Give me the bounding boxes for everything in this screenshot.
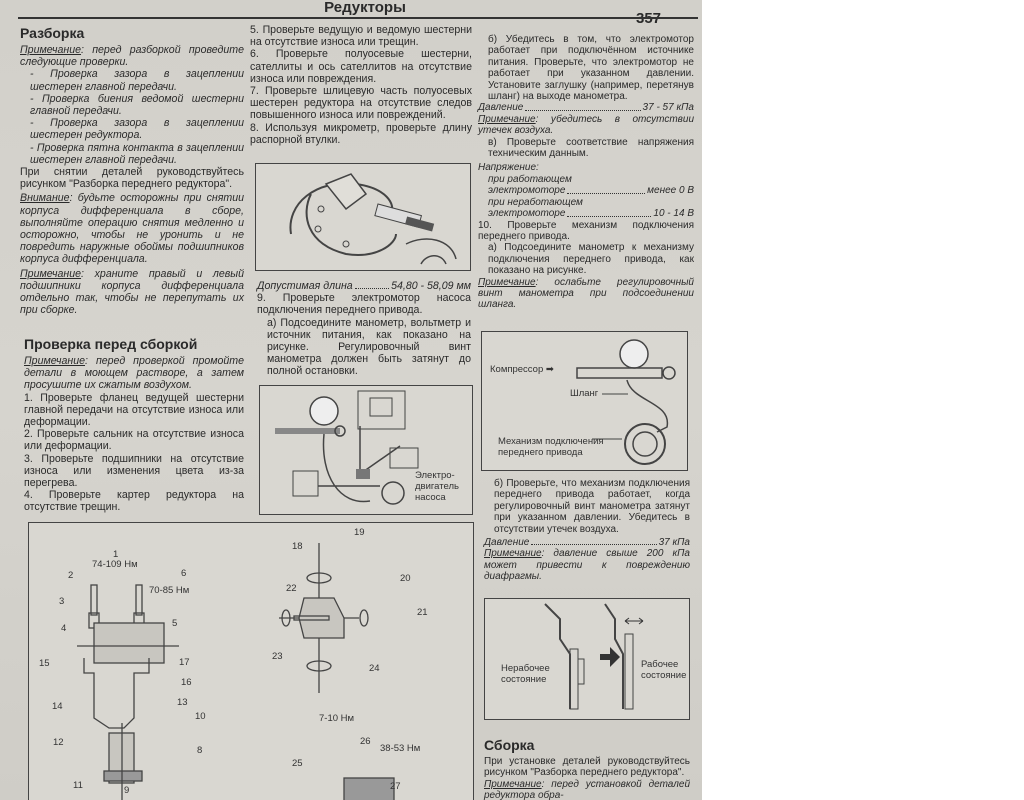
sub-item: б) Убедитесь в том, что электромотор раб… [488,34,694,103]
exploded-view-figure: 1 74-109 Нм 70-85 Нм 7-10 Нм 38-53 Нм 2 … [28,522,474,800]
list-item: 7. Проверьте шлицевую часть полуосевых ш… [250,85,472,122]
note: Примечание: перед установкой деталей ред… [484,778,690,800]
callout: 19 [354,527,365,538]
pump-wiring-illustration [275,390,419,505]
voltage-condition: при неработающем [488,196,583,208]
callout: 25 [292,758,303,769]
warning: Внимание: будьте осторожны при снятии ко… [20,192,244,266]
note: Примечание: храните правый и левый подши… [20,267,244,317]
list-item: 3. Проверьте подшипники на отсутствие из… [24,452,244,490]
note: Примечание: убедитесь в отсутствии утече… [478,113,694,137]
torque-label: 38-53 Нм [380,743,421,754]
sub-item: а) Подсоедините манометр, вольтметр и ис… [267,316,471,378]
column-2: 5. Проверьте ведущую и ведомую шестерни … [250,24,472,146]
callout: 9 [124,785,130,796]
manual-page: Редукторы 357 Разборка Примечание: перед… [0,0,702,800]
callout: 15 [39,658,50,669]
list-item: 5. Проверьте ведущую и ведомую шестерни … [250,24,472,49]
callout: 11 [73,780,83,791]
callout: 21 [417,607,428,618]
sub-item: а) Подсоедините манометр к механизму под… [488,242,694,277]
voltage-label: Напряжение: [478,162,539,174]
paragraph: При установке деталей руководствуйтесь р… [484,756,690,779]
paragraph: При снятии деталей руководствуйтесь рису… [20,166,244,191]
callout: 8 [197,745,203,756]
list-item: 2. Проверьте сальник на отсутствие износ… [24,428,244,453]
check-item: - Проверка зазора в зацеплении шестерен … [30,68,244,93]
callout: 17 [179,657,190,668]
callout: 23 [272,651,283,662]
check-item: - Проверка пятна контакта в зацеплении ш… [30,141,244,166]
note: Примечание: перед разборкой проведите сл… [20,44,244,69]
list-item: 1. Проверьте фланец ведущей шестерни гла… [24,391,244,429]
callout: 16 [181,677,192,688]
front-differential-exploded-illustration [77,543,395,800]
torque-label: 70-85 Нм [149,585,190,596]
heading-disassembly: Разборка [20,25,85,41]
callout: 27 [390,781,401,792]
column-1-lower: Проверка перед сборкой Примечание: перед… [24,334,244,514]
note: Примечание: давление свыше 200 кПа может… [484,548,690,583]
callout: 10 [195,711,206,722]
column-3-middle: б) Проверьте, что механизм подключения п… [484,478,690,583]
header-rule [18,17,698,19]
compressor-illustration [576,339,676,465]
compressor-label: Компрессор ➡ [490,364,554,375]
list-item: 6. Проверьте полуосевые шестерни, сателл… [250,48,472,85]
callout: 6 [181,568,187,579]
callout: 18 [292,541,303,552]
callout: 3 [59,596,65,607]
heading-assembly: Сборка [484,737,535,753]
callout: 1 [113,549,119,560]
note: Примечание: перед проверкой промойте дет… [24,355,244,392]
column-3-lower: Сборка При установке деталей руководству… [484,735,690,800]
callout: 4 [61,623,67,634]
list-item: 9. Проверьте электромотор насоса подключ… [257,292,471,317]
note: Примечание: ослабьте регулировочный винт… [478,276,694,311]
column-1: Разборка Примечание: перед разборкой про… [20,23,244,316]
sub-item: в) Проверьте соответствие напряжения тех… [488,136,694,160]
hose-label: Шланг [570,388,599,399]
list-item: 10. Проверьте механизм подключения перед… [478,219,694,242]
voltage-condition: при работающем [488,173,572,185]
column-3: б) Убедитесь в том, что электромотор раб… [478,34,694,311]
callout: 5 [172,618,178,629]
callout: 22 [286,583,297,594]
heading-check-before-assembly: Проверка перед сборкой [24,336,198,352]
callout: 12 [53,737,64,748]
sub-item: б) Проверьте, что механизм подключения п… [494,478,690,535]
list-item: 8. Используя микрометр, проверьте длину … [250,121,472,146]
check-item: - Проверка биения ведомой шестерни главн… [30,92,244,118]
callout: 2 [68,570,74,581]
micrometer-figure [255,163,471,271]
callout: 14 [52,701,63,712]
torque-label: 7-10 Нм [319,713,355,724]
micrometer-illustration [289,173,457,265]
callout: 26 [360,736,371,747]
callout: 13 [177,697,188,708]
list-item: 4. Проверьте картер редуктора на отсутст… [24,489,244,514]
chapter-title: Редукторы [324,0,406,16]
callout: 24 [369,663,380,674]
torque-label: 74-109 Нм [92,559,138,570]
check-item: - Проверка зазора в зацеплении шестерен … [30,117,244,142]
callout: 20 [400,573,411,584]
clutch-illustration [544,603,644,710]
